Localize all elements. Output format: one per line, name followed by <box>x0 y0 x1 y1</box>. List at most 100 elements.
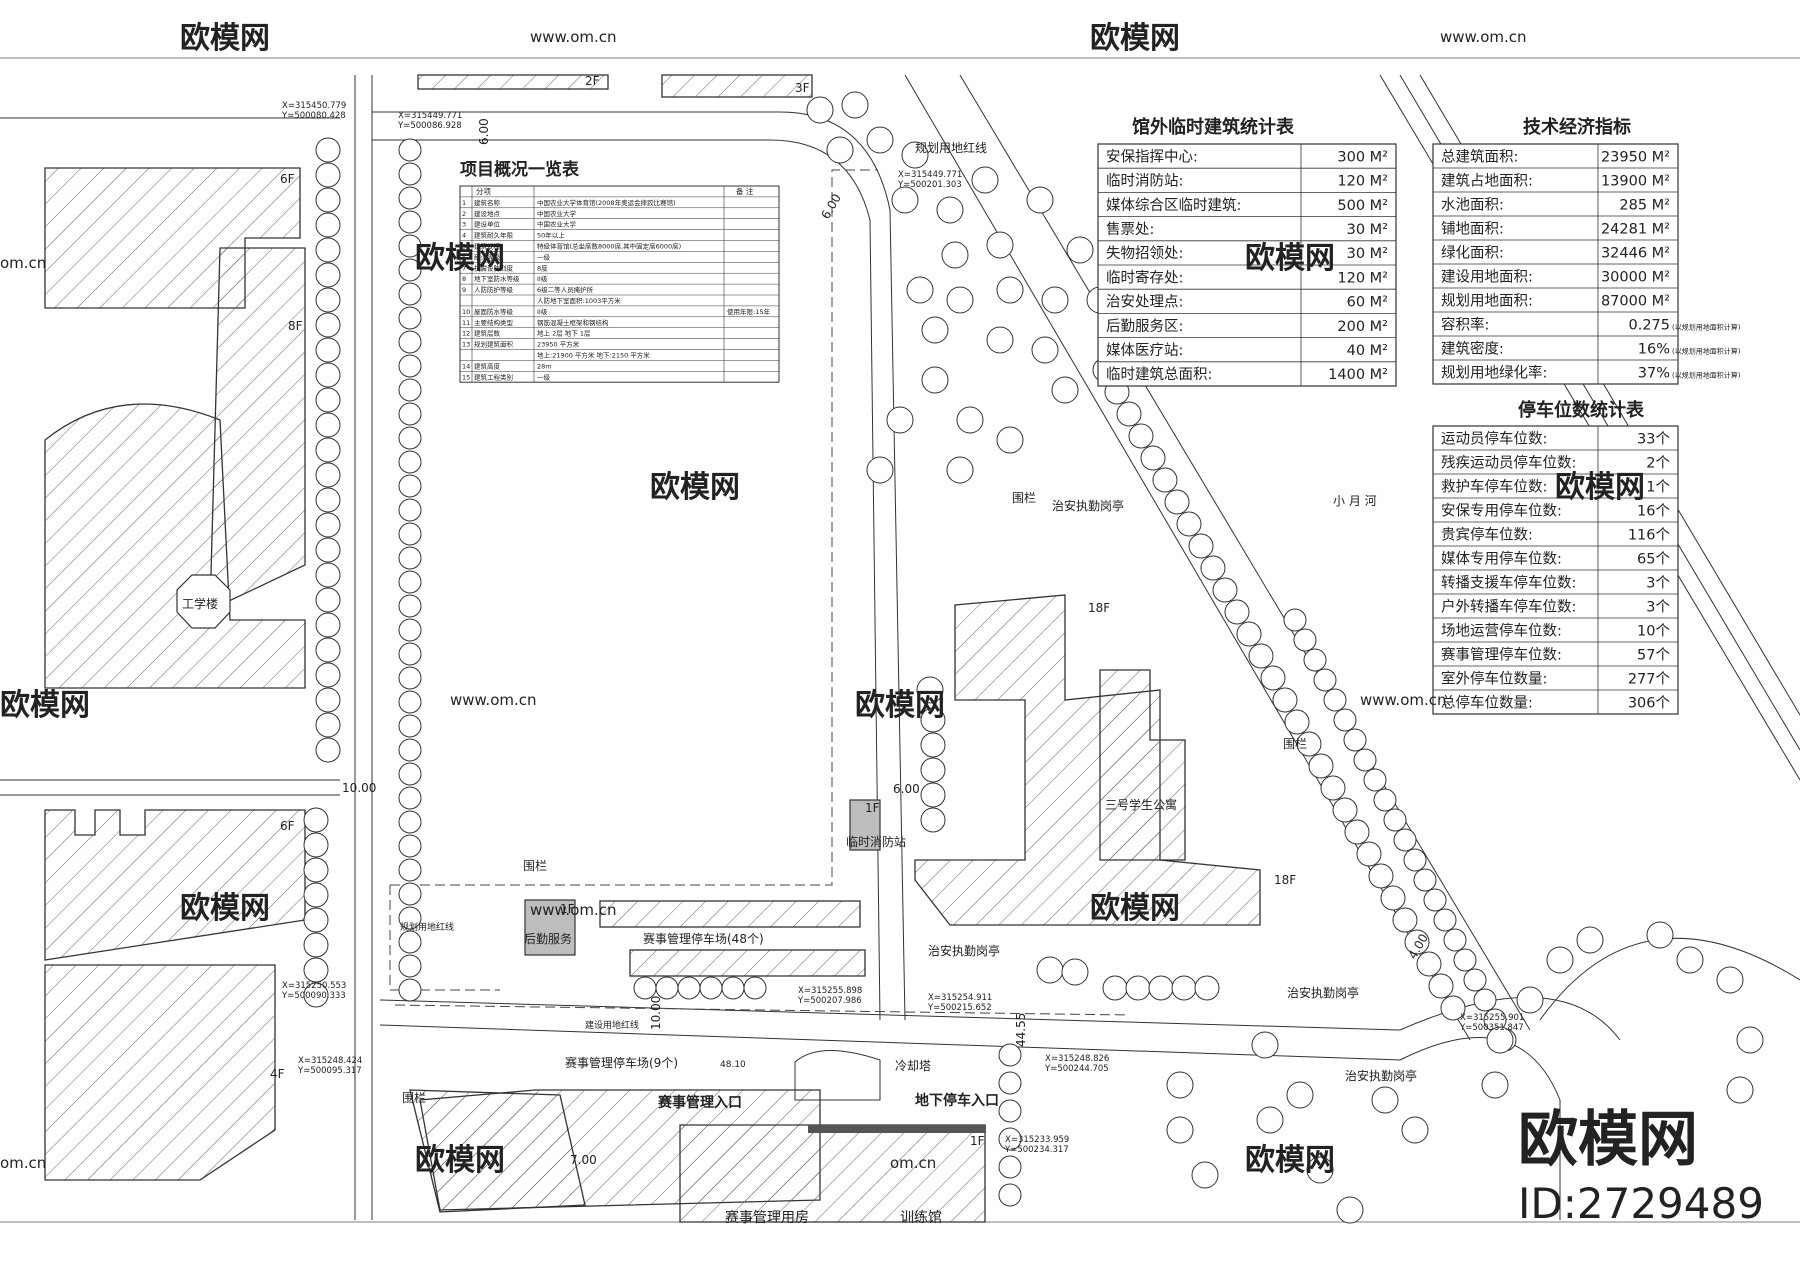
label-6f-b: 6F <box>280 819 295 833</box>
label-4f: 4F <box>270 1067 285 1081</box>
table-row-label: 水池面积: <box>1441 196 1504 213</box>
temp-buildings-title: 馆外临时建筑统计表 <box>1132 116 1295 138</box>
summary-cell-no: 11 <box>462 319 470 327</box>
label-fire-station: 临时消防站 <box>846 834 906 849</box>
label-training-hall: 训练馆 <box>900 1210 942 1226</box>
watermark-12: 欧模网 <box>1245 1143 1335 1178</box>
table-row-label: 建筑密度: <box>1441 340 1504 357</box>
summary-cell-no: 7 <box>462 264 466 272</box>
label-18f-a: 18F <box>1088 601 1110 615</box>
table-row-value: 87000 M² <box>1601 293 1670 309</box>
table-row-label: 救护车停车位数: <box>1441 478 1547 495</box>
summary-cell-item: 屋面防水等级 <box>474 307 514 316</box>
table-row-value: 24281 M² <box>1601 221 1670 237</box>
watermark-site-3: om.cn <box>0 254 46 272</box>
watermark-site-4: www.om.cn <box>450 691 537 709</box>
watermark-7: 欧模网 <box>0 688 90 723</box>
project-summary-title: 项目概况一览表 <box>460 159 580 180</box>
brand-logo-text: 欧模网 <box>1518 1105 1698 1175</box>
table-row-value: 60 M² <box>1347 295 1388 311</box>
dimensions: 6.00 6.00 6.00 10.00 10.00 4.00 44.55 7.… <box>342 118 1431 1167</box>
label-guard-3: 治安执勤岗亭 <box>1287 985 1359 1000</box>
summary-cell-item: 建设地点 <box>474 209 501 218</box>
summary-cell-no: 15 <box>462 373 470 381</box>
summary-cell-no: 9 <box>462 286 466 294</box>
summary-cell-no: 8 <box>462 275 466 283</box>
label-mgmt-entrance: 赛事管理入口 <box>657 1094 742 1111</box>
watermark-site-7: om.cn <box>0 1154 46 1172</box>
summary-cell-content: 28m <box>537 362 552 370</box>
table-row-label: 媒体医疗站: <box>1106 342 1183 359</box>
parking-title: 停车位数统计表 <box>1518 399 1645 421</box>
table-row-label: 场地运营停车位数: <box>1441 622 1562 639</box>
buildings <box>44 74 1261 1223</box>
summary-cell-no: 1 <box>462 199 466 207</box>
label-1f-c: 1F <box>970 1134 985 1148</box>
label-mgmt-rooms: 赛事管理用房 <box>725 1210 809 1226</box>
summary-cell-content: 50年以上 <box>537 231 565 240</box>
table-row-label: 后勤服务区: <box>1106 318 1183 335</box>
table-row-label: 治安处理点: <box>1106 294 1183 311</box>
summary-cell-content: II级 <box>537 274 548 283</box>
table-row-label: 临时消防站: <box>1106 173 1183 190</box>
label-1f-b: 1F <box>560 902 575 916</box>
summary-cell-content: 一级 <box>537 252 551 261</box>
table-row-value: 200 M² <box>1337 319 1388 335</box>
label-guard-1: 治安执勤岗亭 <box>1052 498 1124 513</box>
table-row-label: 安保专用停车位数: <box>1441 502 1562 519</box>
table-row-label: 临时建筑总面积: <box>1106 366 1212 383</box>
summary-cell-no: 12 <box>462 330 470 338</box>
summary-cell-item: 建筑耐久年限 <box>474 231 514 240</box>
table-row-label: 失物招领处: <box>1106 245 1183 262</box>
table-row-label: 贵宾停车位数: <box>1441 526 1533 543</box>
dim-4455: 44.55 <box>1014 1013 1028 1047</box>
summary-cell-item: 建筑工程类别 <box>474 372 513 381</box>
summary-cell-item: 地下室防水等级 <box>474 274 520 283</box>
table-row-value: 13900 M² <box>1601 173 1670 189</box>
brand-id-text: ID:2729489 <box>1518 1179 1764 1228</box>
dim-1000-b: 10.00 <box>649 996 663 1030</box>
label-parking-48: 赛事管理停车场(48个) <box>643 931 764 946</box>
summary-cell-no: 10 <box>462 308 470 316</box>
summary-cell-no: 13 <box>462 341 470 349</box>
table-row-label: 容积率: <box>1441 316 1489 333</box>
summary-cell-content: 地上:21900 平方米 地下:2150 平方米 <box>537 351 650 360</box>
table-row-label: 铺地面积: <box>1441 220 1504 237</box>
table-row-value: 32446 M² <box>1601 245 1670 261</box>
table-row-note: (以规划用地面积计算) <box>1672 370 1741 379</box>
summary-cell-content: 钢筋混凝土框架和钢结构 <box>537 318 609 327</box>
table-row-value: 277个 <box>1628 670 1671 687</box>
summary-cell-content: 一级 <box>537 372 551 381</box>
label-parking-9: 赛事管理停车场(9个) <box>565 1055 678 1070</box>
summary-cell-no: 3 <box>462 221 466 229</box>
watermark-9: 欧模网 <box>180 891 270 926</box>
table-row-value: 285 M² <box>1619 197 1670 213</box>
summary-cell-content: 中国农业大学体育馆(2008年奥运会摔跤比赛馆) <box>537 198 676 207</box>
table-row-label: 建筑占地面积: <box>1441 172 1533 189</box>
table-row-value: 30 M² <box>1347 222 1388 238</box>
summary-cell-content: 23950 平方米 <box>537 340 580 349</box>
table-row-label: 赛事管理停车位数: <box>1441 646 1562 663</box>
label-underground-entrance: 地下停车入口 <box>915 1092 999 1109</box>
table-row-value: 1400 M² <box>1328 367 1388 383</box>
label-cooling-tower: 冷却塔 <box>895 1059 931 1073</box>
label-logistics: 后勤服务 <box>524 931 572 946</box>
watermark-2: 欧模网 <box>1090 21 1180 56</box>
table-row-value: 30000 M² <box>1601 269 1670 285</box>
summary-cell-item: 抗震设防烈度 <box>474 263 514 272</box>
summary-cell-content: II级 <box>537 307 548 316</box>
summary-cell-content: 地上 2层 地下 1层 <box>537 329 591 338</box>
table-row-value: 300 M² <box>1337 149 1388 165</box>
label-3f: 3F <box>795 81 810 95</box>
table-row-label: 户外转播车停车位数: <box>1441 598 1576 615</box>
table-header: 分项 <box>476 187 491 196</box>
summary-cell-content: 8度 <box>537 263 548 272</box>
table-row-value: 2个 <box>1646 454 1670 471</box>
